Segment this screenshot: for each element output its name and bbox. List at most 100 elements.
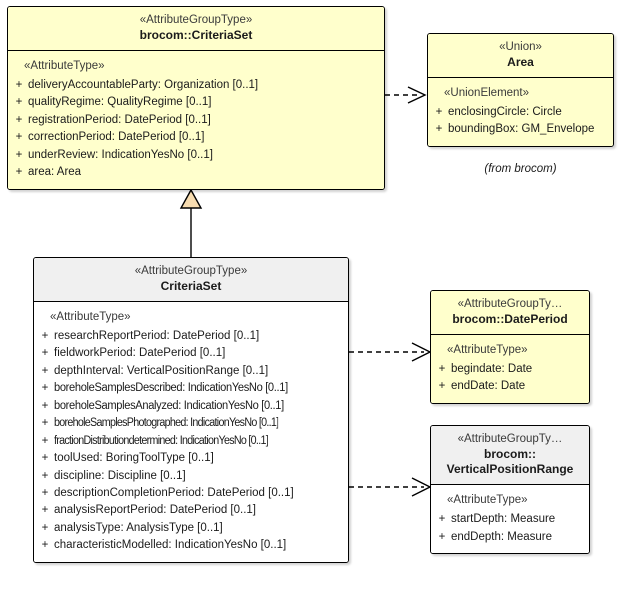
attribute-text: begindate: Date	[451, 362, 533, 375]
attribute-text: startDepth: Measure	[451, 513, 556, 526]
attribute-row: + fieldworkPeriod: DatePeriod [0..1]	[36, 345, 346, 362]
class-name-line1: brocom::	[484, 446, 536, 461]
attribute-visibility: +	[41, 329, 49, 342]
class-name: brocom::DatePeriod	[452, 311, 568, 326]
class-attributes-dateperiod: «AttributeType» + begindate: Date + endD…	[431, 335, 589, 403]
attribute-visibility: +	[438, 530, 446, 543]
class-box-area[interactable]: «Union» Area «UnionElement» + enclosingC…	[427, 33, 614, 147]
attribute-stereotype: «AttributeType»	[50, 311, 131, 324]
attribute-text: researchReportPeriod: DatePeriod [0..1]	[54, 329, 260, 342]
class-header-dateperiod: «AttributeGroupTy… brocom::DatePeriod	[431, 291, 589, 336]
attribute-visibility: +	[41, 364, 49, 377]
package-note-area: (from brocom)	[484, 163, 557, 175]
attribute-row: + deliveryAccountableParty: Organization…	[10, 77, 382, 94]
attribute-text: enclosingCircle: Circle	[448, 105, 562, 118]
attribute-text: boundingBox: GM_Envelope	[448, 123, 595, 136]
attribute-visibility: +	[41, 469, 49, 482]
class-stereotype: «AttributeGroupType»	[134, 265, 248, 277]
attribute-row: + descriptionCompletionPeriod: DatePerio…	[36, 485, 346, 502]
connector-dependency-criteriaset-to-dateperiod	[349, 342, 432, 362]
attribute-row: + discipline: Discipline [0..1]	[36, 468, 346, 485]
attribute-text: underReview: IndicationYesNo [0..1]	[28, 148, 213, 161]
attribute-text: fractionDistributiondetermined: Indicati…	[54, 434, 269, 447]
attribute-row: + begindate: Date	[433, 361, 587, 378]
attribute-row: + depthInterval: VerticalPositionRange […	[36, 363, 346, 380]
attribute-row: + correctionPeriod: DatePeriod [0..1]	[10, 129, 382, 146]
class-name: Area	[507, 54, 534, 69]
class-box-brocom-criteriaset[interactable]: «AttributeGroupType» brocom::CriteriaSet…	[7, 6, 385, 190]
attribute-text: analysisReportPeriod: DatePeriod [0..1]	[54, 504, 256, 517]
class-header-verticalpositionrange: «AttributeGroupTy… brocom:: VerticalPosi…	[431, 426, 589, 486]
attribute-row: + characteristicModelled: IndicationYesN…	[36, 537, 346, 554]
class-name: CriteriaSet	[160, 278, 222, 293]
attribute-visibility: +	[435, 123, 443, 136]
attribute-stereotype: «UnionElement»	[444, 87, 530, 100]
attribute-visibility: +	[41, 452, 49, 465]
attribute-text: boreholeSamplesPhotographed: IndicationY…	[54, 417, 279, 430]
class-header-area: «Union» Area	[428, 34, 613, 79]
attribute-text: discipline: Discipline [0..1]	[54, 469, 186, 482]
attribute-text: analysisType: AnalysisType [0..1]	[54, 521, 223, 534]
attribute-text: correctionPeriod: DatePeriod [0..1]	[28, 131, 205, 144]
attribute-text: characteristicModelled: IndicationYesNo …	[54, 539, 287, 552]
attribute-visibility: +	[41, 486, 49, 499]
attribute-row: + startDepth: Measure	[433, 511, 587, 528]
attribute-text: descriptionCompletionPeriod: DatePeriod …	[54, 486, 294, 499]
attribute-visibility: +	[438, 380, 446, 393]
attribute-visibility: +	[435, 105, 443, 118]
attribute-text: fieldworkPeriod: DatePeriod [0..1]	[54, 347, 226, 360]
attribute-text: area: Area	[28, 166, 82, 179]
attribute-text: depthInterval: VerticalPositionRange [0.…	[54, 364, 269, 377]
attribute-row: + analysisReportPeriod: DatePeriod [0..1…	[36, 502, 346, 519]
class-stereotype: «AttributeGroupTy…	[457, 433, 563, 445]
class-box-dateperiod[interactable]: «AttributeGroupTy… brocom::DatePeriod «A…	[430, 290, 590, 404]
attribute-visibility: +	[15, 166, 23, 179]
attribute-visibility: +	[15, 113, 23, 126]
attribute-visibility: +	[41, 434, 49, 447]
connector-dependency-criteriaset-to-verticalpositionrange	[349, 477, 432, 497]
class-box-criteriaset[interactable]: «AttributeGroupType» CriteriaSet «Attrib…	[33, 257, 349, 563]
class-attributes-area: «UnionElement» + enclosingCircle: Circle…	[428, 78, 613, 146]
class-stereotype: «AttributeGroupTy…	[457, 298, 563, 310]
attribute-text: endDate: Date	[451, 380, 526, 393]
attribute-row: + endDate: Date	[433, 378, 587, 395]
attribute-row: + fractionDistributiondetermined: Indica…	[36, 433, 346, 450]
attribute-text: endDepth: Measure	[451, 530, 553, 543]
attribute-visibility: +	[41, 504, 49, 517]
attribute-row: + enclosingCircle: Circle	[430, 104, 611, 121]
attribute-row: + qualityRegime: QualityRegime [0..1]	[10, 94, 382, 111]
attribute-visibility: +	[15, 131, 23, 144]
class-attributes-verticalpositionrange: «AttributeType» + startDepth: Measure + …	[431, 485, 589, 554]
class-header-criteriaset: «AttributeGroupType» CriteriaSet	[34, 258, 348, 303]
attribute-text: registrationPeriod: DatePeriod [0..1]	[28, 113, 211, 126]
class-name: brocom::CriteriaSet	[139, 27, 253, 42]
attribute-visibility: +	[15, 148, 23, 161]
attribute-row: + endDepth: Measure	[433, 529, 587, 546]
attribute-stereotype: «AttributeType»	[24, 60, 105, 73]
attribute-visibility: +	[41, 521, 49, 534]
connector-generalization-criteriaset	[179, 188, 203, 257]
class-attributes-brocom-criteriaset: «AttributeType» + deliveryAccountablePar…	[8, 51, 384, 189]
attribute-text: boreholeSamplesAnalyzed: IndicationYesNo…	[54, 399, 284, 412]
connector-dependency-criteriaset-to-area	[385, 86, 427, 104]
attribute-row: + registrationPeriod: DatePeriod [0..1]	[10, 112, 382, 129]
attribute-row: + area: Area	[10, 164, 382, 181]
attribute-row: + boundingBox: GM_Envelope	[430, 121, 611, 138]
attribute-visibility: +	[41, 539, 49, 552]
class-box-verticalpositionrange[interactable]: «AttributeGroupTy… brocom:: VerticalPosi…	[430, 425, 590, 555]
attribute-stereotype: «AttributeType»	[447, 494, 528, 507]
attribute-row: + toolUsed: BoringToolType [0..1]	[36, 450, 346, 467]
attribute-visibility: +	[41, 417, 49, 430]
attribute-row: + boreholeSamplesAnalyzed: IndicationYes…	[36, 398, 346, 415]
attribute-visibility: +	[15, 78, 23, 91]
attribute-text: boreholeSamplesDescribed: IndicationYesN…	[54, 382, 288, 395]
attribute-row: + analysisType: AnalysisType [0..1]	[36, 520, 346, 537]
class-name-line2: VerticalPositionRange	[446, 462, 574, 477]
attribute-visibility: +	[41, 399, 49, 412]
attribute-text: toolUsed: BoringToolType [0..1]	[54, 452, 214, 465]
attribute-visibility: +	[438, 362, 446, 375]
attribute-row: + boreholeSamplesDescribed: IndicationYe…	[36, 380, 346, 397]
attribute-row: + researchReportPeriod: DatePeriod [0..1…	[36, 328, 346, 345]
attribute-row: + underReview: IndicationYesNo [0..1]	[10, 147, 382, 164]
